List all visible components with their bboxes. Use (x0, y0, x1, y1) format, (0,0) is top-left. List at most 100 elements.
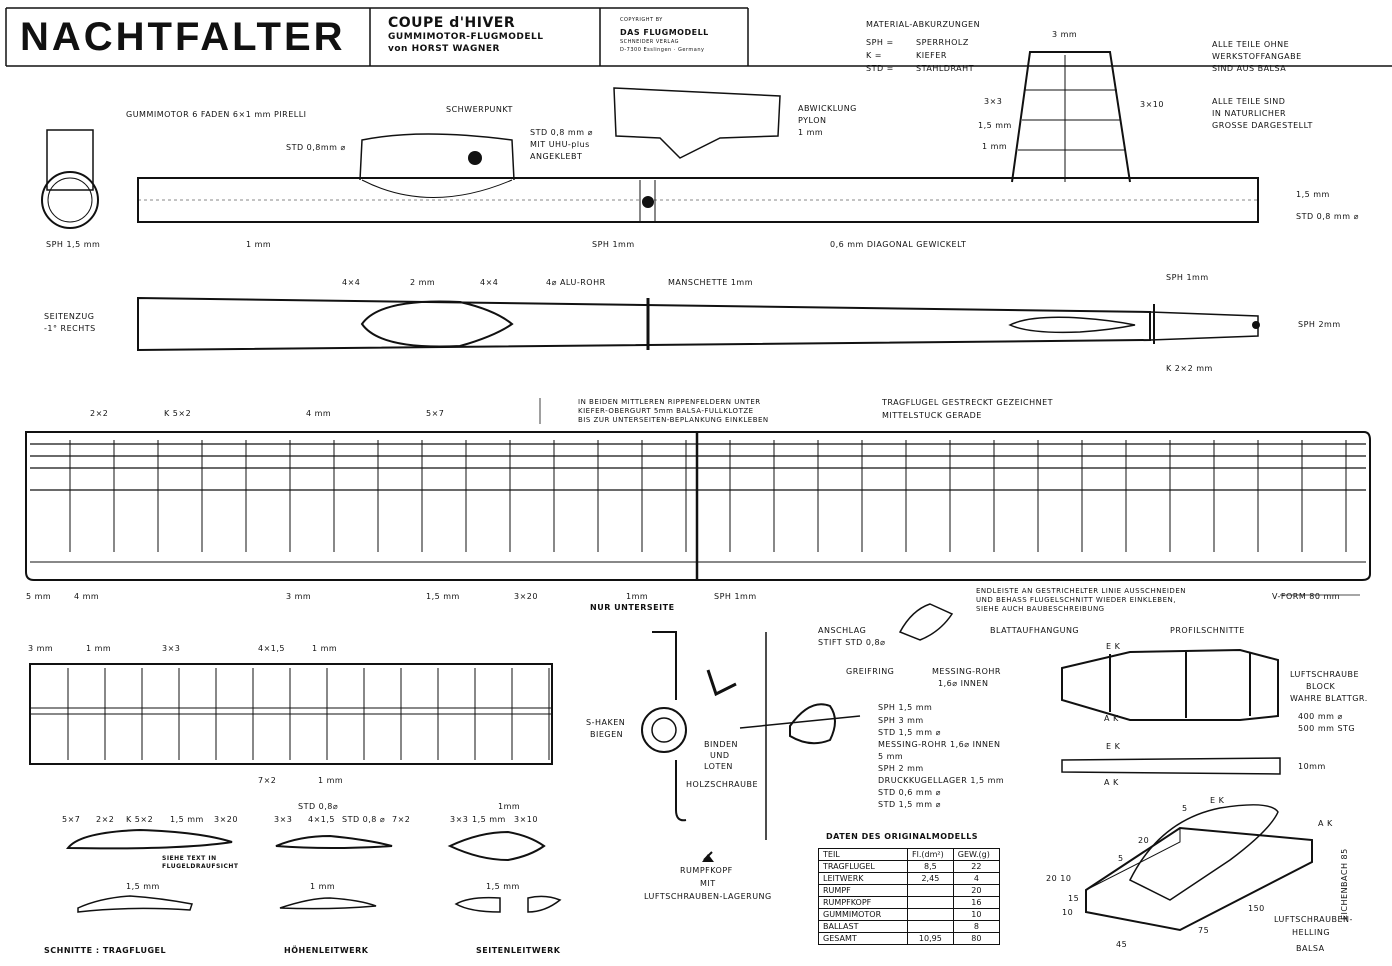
nose-list-7: STD 0,6 mm ⌀ (878, 788, 941, 797)
sec-w-5x7: 5×7 (62, 815, 81, 824)
sec-h-std: STD 0,8⌀ (298, 802, 339, 811)
sec-s-3x3: 3×3 (450, 815, 469, 824)
fin-3x3: 3×3 (984, 97, 1003, 106)
balsa-note-2: WERKSTOFFANGABE (1212, 52, 1302, 61)
shaken-2: BIEGEN (590, 730, 624, 739)
balsa-note-3: SIND AUS BALSA (1212, 64, 1287, 73)
material-abbr-2: K = (866, 51, 882, 60)
header-teil: TEIL (818, 848, 908, 861)
prop-pitch: 500 mm STG (1298, 724, 1356, 733)
stab-3x3: 3×3 (162, 644, 181, 653)
prop-block-3: WAHRE BLATTGR. (1290, 694, 1368, 703)
top-2mm: 2 mm (410, 278, 436, 287)
material-meaning-1: SPERRHOLZ (916, 38, 969, 47)
tail-std: STD 0,8 mm ⌀ (1296, 212, 1359, 221)
cell-area: 2,45 (907, 872, 954, 885)
messing-2: 1,6⌀ INNEN (938, 679, 989, 688)
prop-block-2: BLOCK (1306, 682, 1336, 691)
header-gewicht: GEW.(g) (952, 848, 1001, 861)
prop-10mm: 10mm (1298, 762, 1326, 771)
sec-h-1mm: 1 mm (310, 882, 336, 891)
wing-5x7: 5×7 (426, 409, 445, 418)
table-row: BALLAST 8 (818, 920, 1001, 933)
nose-list-2: STD 1,5 mm ⌀ (878, 728, 941, 737)
fin-1: 1 mm (982, 142, 1008, 151)
binden-2: UND (710, 751, 730, 760)
endleiste-1: ENDLEISTE AN GESTRICHELTER LINIE AUSSCHN… (976, 587, 1186, 595)
signature: EICHENBACH 85 (1340, 848, 1349, 920)
jig-20: 20 (1138, 836, 1150, 845)
jig-45: 45 (1116, 940, 1128, 949)
holz-label: HOLZSCHRAUBE (686, 780, 759, 789)
sph-1-label: SPH 1mm (592, 240, 635, 249)
vform-label: V-FORM 80 mm (1272, 592, 1341, 601)
stabilizer-planform (29, 663, 553, 765)
std-pin-2: MIT UHU-plus (530, 140, 590, 149)
stab-1mm: 1 mm (86, 644, 112, 653)
publisher-sub-2: D-7300 Esslingen · Germany (620, 47, 705, 53)
nose-list-0: SPH 1,5 mm (878, 703, 933, 712)
sec-w-k5x2: K 5×2 (126, 815, 154, 824)
sec-s-15b: 1,5 mm (486, 882, 520, 891)
data-table-header: TEIL Fl.(dm²) GEW.(g) (818, 848, 1001, 861)
prop-ak: A K (1104, 714, 1119, 723)
airfoil-sections (66, 828, 562, 913)
wing-b-3mm: 3 mm (286, 592, 312, 601)
sec-w-label: SCHNITTE : TRAGFLUGEL (44, 946, 167, 955)
std-pin-3: ANGEKLEBT (530, 152, 583, 161)
prop-ak2: A K (1104, 778, 1119, 787)
tail-15: 1,5 mm (1296, 190, 1330, 199)
manschette-label: MANSCHETTE 1mm (668, 278, 753, 287)
cell-weight: 16 (952, 896, 1001, 909)
binden-1: BINDEN (704, 740, 739, 749)
jig-10: 10 (1062, 908, 1074, 917)
jig-5b: 5 (1118, 854, 1124, 863)
jig-2010: 20 10 (1046, 874, 1072, 883)
cell-part: TRAGFLUGEL (818, 860, 908, 873)
cell-part: BALLAST (818, 920, 908, 933)
cell-weight: 8 (952, 920, 1001, 933)
cell-weight: 10 (952, 908, 1001, 921)
nose-list-8: STD 1,5 mm ⌀ (878, 800, 941, 809)
wing-b-3x20: 3×20 (514, 592, 538, 601)
wing-k5x2: K 5×2 (164, 409, 192, 418)
wing-note-1: IN BEIDEN MITTLEREN RIPPENFELDERN UNTER (578, 398, 761, 406)
top-sph1: SPH 1mm (1166, 273, 1209, 282)
sec-w-15b: 1,5 mm (126, 882, 160, 891)
jig-3: BALSA (1296, 944, 1325, 953)
nose-list-5: SPH 2 mm (878, 764, 924, 773)
std-left-label: STD 0,8mm ⌀ (286, 143, 346, 152)
wing-stretched-2: MITTELSTUCK GERADE (882, 411, 982, 420)
publisher-sub-1: SCHNEIDER VERLAG (620, 39, 680, 45)
wing-stretched-1: TRAGFLUGEL GESTRECKT GEZEICHNET (882, 398, 1054, 407)
jig-5a: 5 (1182, 804, 1188, 813)
seitenzug-2: -1° RECHTS (44, 324, 96, 333)
jig-150: 150 (1248, 904, 1265, 913)
cell-weight: 22 (952, 860, 1001, 873)
wing-b-sph1: SPH 1mm (714, 592, 757, 601)
sec-w-15: 1,5 mm (170, 815, 204, 824)
binden-3: LOTEN (704, 762, 733, 771)
stab-4x15: 4×1,5 (258, 644, 286, 653)
cell-part: RUMPF (818, 884, 908, 897)
diagonal-label: 0,6 mm DIAGONAL GEWICKELT (830, 240, 967, 249)
balsa-note-1: ALLE TEILE OHNE (1212, 40, 1290, 49)
profil-label: PROFILSCHNITTE (1170, 626, 1245, 635)
nose-list-6: DRUCKKUGELLAGER 1,5 mm (878, 776, 1005, 785)
scale-note-2: IN NATURLICHER (1212, 109, 1287, 118)
cell-weight: 4 (952, 872, 1001, 885)
wing-note-2: KIEFER-OBERGURT 5mm BALSA-FULLKLOTZE (578, 407, 754, 415)
material-meaning-3: STAHLDRAHT (916, 64, 975, 73)
wing-planform (25, 431, 1371, 581)
sec-s-label: SEITENLEITWERK (476, 946, 561, 955)
sec-w-note-1: SIEHE TEXT IN (162, 855, 217, 862)
prop-ek: E K (1106, 642, 1121, 651)
propeller-drawings (1061, 648, 1313, 932)
sec-h-4x15: 4×1,5 (308, 815, 336, 824)
header-flaeche: Fl.(dm²) (907, 848, 954, 861)
data-table-title: DATEN DES ORIGINALMODELLS (826, 832, 979, 841)
wing-b-1mm: 1mm (626, 592, 649, 601)
